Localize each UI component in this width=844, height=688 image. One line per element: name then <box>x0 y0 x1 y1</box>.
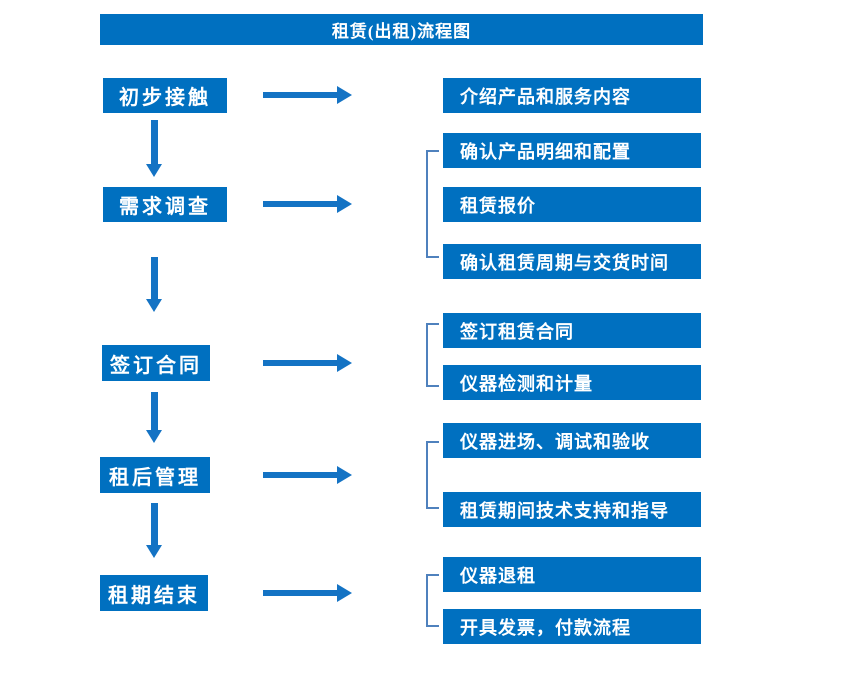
page-title: 租赁(出租)流程图 <box>331 22 472 41</box>
title-bar: 租赁(出租)流程图 <box>100 14 703 45</box>
arrow-down-icon-4 <box>146 503 162 558</box>
detail-box-tech-support: 租赁期间技术支持和指导 <box>443 492 701 527</box>
arrow-down-icon-2 <box>146 257 162 312</box>
arrow-down-icon-1 <box>146 120 162 177</box>
bracket-group-sign-contract <box>426 323 439 387</box>
bracket-group-rental-end <box>426 574 439 627</box>
detail-box-introduce-products: 介绍产品和服务内容 <box>443 78 701 113</box>
step-box-initial-contact: 初步接触 <box>103 78 227 113</box>
arrow-right-icon-3 <box>263 354 352 372</box>
detail-box-instrument-return: 仪器退租 <box>443 557 701 592</box>
arrow-right-icon-5 <box>263 584 352 602</box>
arrow-down-icon-3 <box>146 392 162 443</box>
detail-box-instrument-setup-acceptance: 仪器进场、调试和验收 <box>443 423 701 458</box>
step-box-sign-contract: 签订合同 <box>102 345 210 381</box>
detail-box-confirm-period-delivery: 确认租赁周期与交货时间 <box>443 244 701 279</box>
arrow-right-icon-1 <box>263 86 352 104</box>
detail-box-instrument-test-measure: 仪器检测和计量 <box>443 365 701 400</box>
bracket-group-demand-survey <box>426 150 439 258</box>
detail-box-confirm-product-config: 确认产品明细和配置 <box>443 133 701 168</box>
step-box-demand-survey: 需求调查 <box>103 187 227 222</box>
detail-box-rental-quote: 租赁报价 <box>443 187 701 222</box>
step-box-post-rental-management: 租后管理 <box>100 457 210 493</box>
arrow-right-icon-2 <box>263 195 352 213</box>
detail-box-sign-rental-contract: 签订租赁合同 <box>443 313 701 348</box>
bracket-group-post-rental <box>426 441 439 509</box>
detail-box-invoice-payment: 开具发票，付款流程 <box>443 609 701 644</box>
step-box-rental-end: 租期结束 <box>100 575 208 611</box>
arrow-right-icon-4 <box>263 466 352 484</box>
